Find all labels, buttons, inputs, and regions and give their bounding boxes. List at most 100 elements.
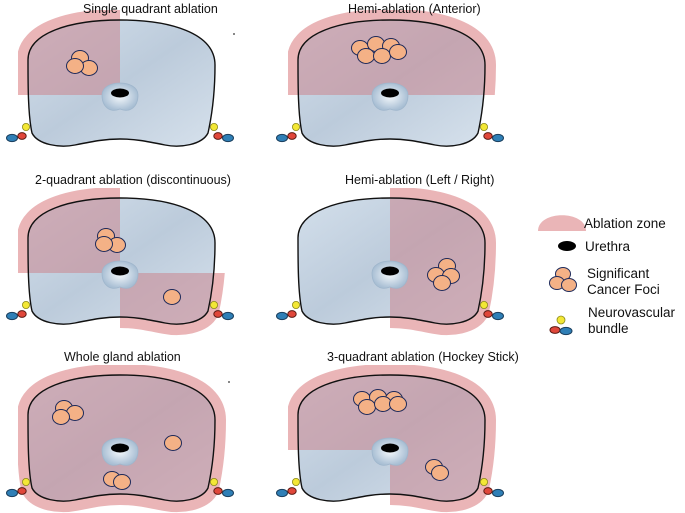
nerve-yellow (21, 122, 30, 131)
neurovascular-bundle-right (210, 122, 234, 143)
neurovascular-bundle-right (210, 477, 234, 498)
neurovascular-bundle-right (210, 300, 234, 321)
vessel-red (17, 487, 27, 495)
cancer-focus (95, 236, 113, 252)
cancer-focus (373, 48, 391, 64)
vessel-red (483, 132, 493, 140)
nerve-yellow (291, 122, 300, 131)
neurovascular-bundle-right (480, 122, 504, 143)
nerve-yellow (210, 477, 219, 486)
stray-dot (228, 381, 230, 383)
nerve-yellow (480, 300, 489, 309)
stray-dot (233, 33, 235, 35)
gland-outline (297, 374, 486, 502)
legend-neurovascular-swatch (549, 315, 573, 336)
panel-title: 2-quadrant ablation (discontinuous) (35, 173, 231, 187)
cancer-focus (164, 435, 182, 451)
neurovascular-bundle-right (480, 477, 504, 498)
cancer-focus (374, 396, 392, 412)
neurovascular-bundle-right (480, 300, 504, 321)
gland-outline (27, 374, 216, 502)
panel-single-quadrant (6, 10, 234, 147)
vessel-red (483, 310, 493, 318)
nerve-yellow (210, 122, 219, 131)
cancer-focus-cluster (425, 459, 449, 481)
nerve-yellow (291, 477, 300, 486)
legend-urethra-swatch (558, 241, 576, 251)
vessel-blue (492, 311, 504, 321)
panel-title: Hemi-ablation (Anterior) (348, 2, 481, 16)
panel-two-quadrant (6, 188, 234, 336)
vessel-red (17, 310, 27, 318)
panel-title: Whole gland ablation (64, 350, 181, 364)
panel-three-quadrant (276, 365, 504, 513)
neurovascular-bundle-left (276, 300, 300, 321)
urethra-lumen (381, 88, 399, 98)
urethra-lumen (381, 266, 399, 276)
cancer-focus-cluster (95, 228, 126, 253)
legend-ablation-zone-swatch (538, 215, 586, 231)
panel-hemi-anterior (276, 10, 504, 147)
nerve-yellow (21, 300, 30, 309)
nerve-yellow (21, 477, 30, 486)
urethra (371, 82, 409, 111)
neurovascular-bundle-left (276, 477, 300, 498)
legend-neurovascular-label: Neurovascular bundle (588, 305, 676, 336)
legend-urethra-label: Urethra (585, 239, 631, 254)
urethra (371, 437, 409, 466)
vessel-blue (6, 311, 18, 321)
vessel-red (213, 132, 223, 140)
vessel-blue (222, 311, 234, 321)
neurovascular-bundle-left (6, 477, 30, 498)
legend-cancer-foci-swatch (549, 267, 577, 292)
neurovascular-bundle-left (6, 300, 30, 321)
urethra (101, 437, 139, 466)
legend-cancer-foci-label: Significant Cancer Foci (587, 266, 660, 297)
cancer-focus (389, 44, 407, 60)
gland-outline (297, 19, 486, 147)
cancer-focus (358, 399, 376, 415)
panel-whole-gland (6, 365, 234, 513)
vessel-red (483, 487, 493, 495)
panel-hemi-left-right (276, 188, 504, 336)
urethra-lumen (111, 443, 129, 453)
panel-title: Hemi-ablation (Left / Right) (345, 173, 495, 187)
nerve-yellow (291, 300, 300, 309)
cancer-focus (66, 58, 84, 74)
gland-outline (27, 197, 216, 325)
neurovascular-bundle-left (6, 122, 30, 143)
nerve-yellow (480, 122, 489, 131)
cancer-focus (433, 275, 451, 291)
urethra-lumen (111, 266, 129, 276)
urethra (101, 260, 139, 289)
vessel-red (17, 132, 27, 140)
vessel-blue (276, 311, 288, 321)
legend-ablation-zone-label: Ablation zone (584, 216, 666, 231)
cancer-focus-cluster (52, 400, 84, 425)
urethra-lumen (381, 443, 399, 453)
neurovascular-bundle-left (276, 122, 300, 143)
urethra-lumen (111, 88, 129, 98)
vessel-red (287, 132, 297, 140)
vessel-blue (6, 488, 18, 498)
panel-title: Single quadrant ablation (83, 2, 218, 16)
vessel-red (287, 310, 297, 318)
vessel-red (213, 487, 223, 495)
vessel-blue (492, 133, 504, 143)
vessel-blue (276, 133, 288, 143)
cancer-focus-cluster (103, 471, 131, 490)
cancer-focus (431, 465, 449, 481)
vessel-red (287, 487, 297, 495)
nerve-yellow (210, 300, 219, 309)
cancer-focus-cluster (66, 50, 98, 76)
vessel-blue (492, 488, 504, 498)
nerve-yellow (480, 477, 489, 486)
cancer-focus-cluster (353, 389, 407, 415)
urethra (371, 260, 409, 289)
vessel-red (213, 310, 223, 318)
vessel-blue (222, 488, 234, 498)
panel-title: 3-quadrant ablation (Hockey Stick) (327, 350, 519, 364)
gland-outline (297, 197, 486, 325)
vessel-blue (222, 133, 234, 143)
